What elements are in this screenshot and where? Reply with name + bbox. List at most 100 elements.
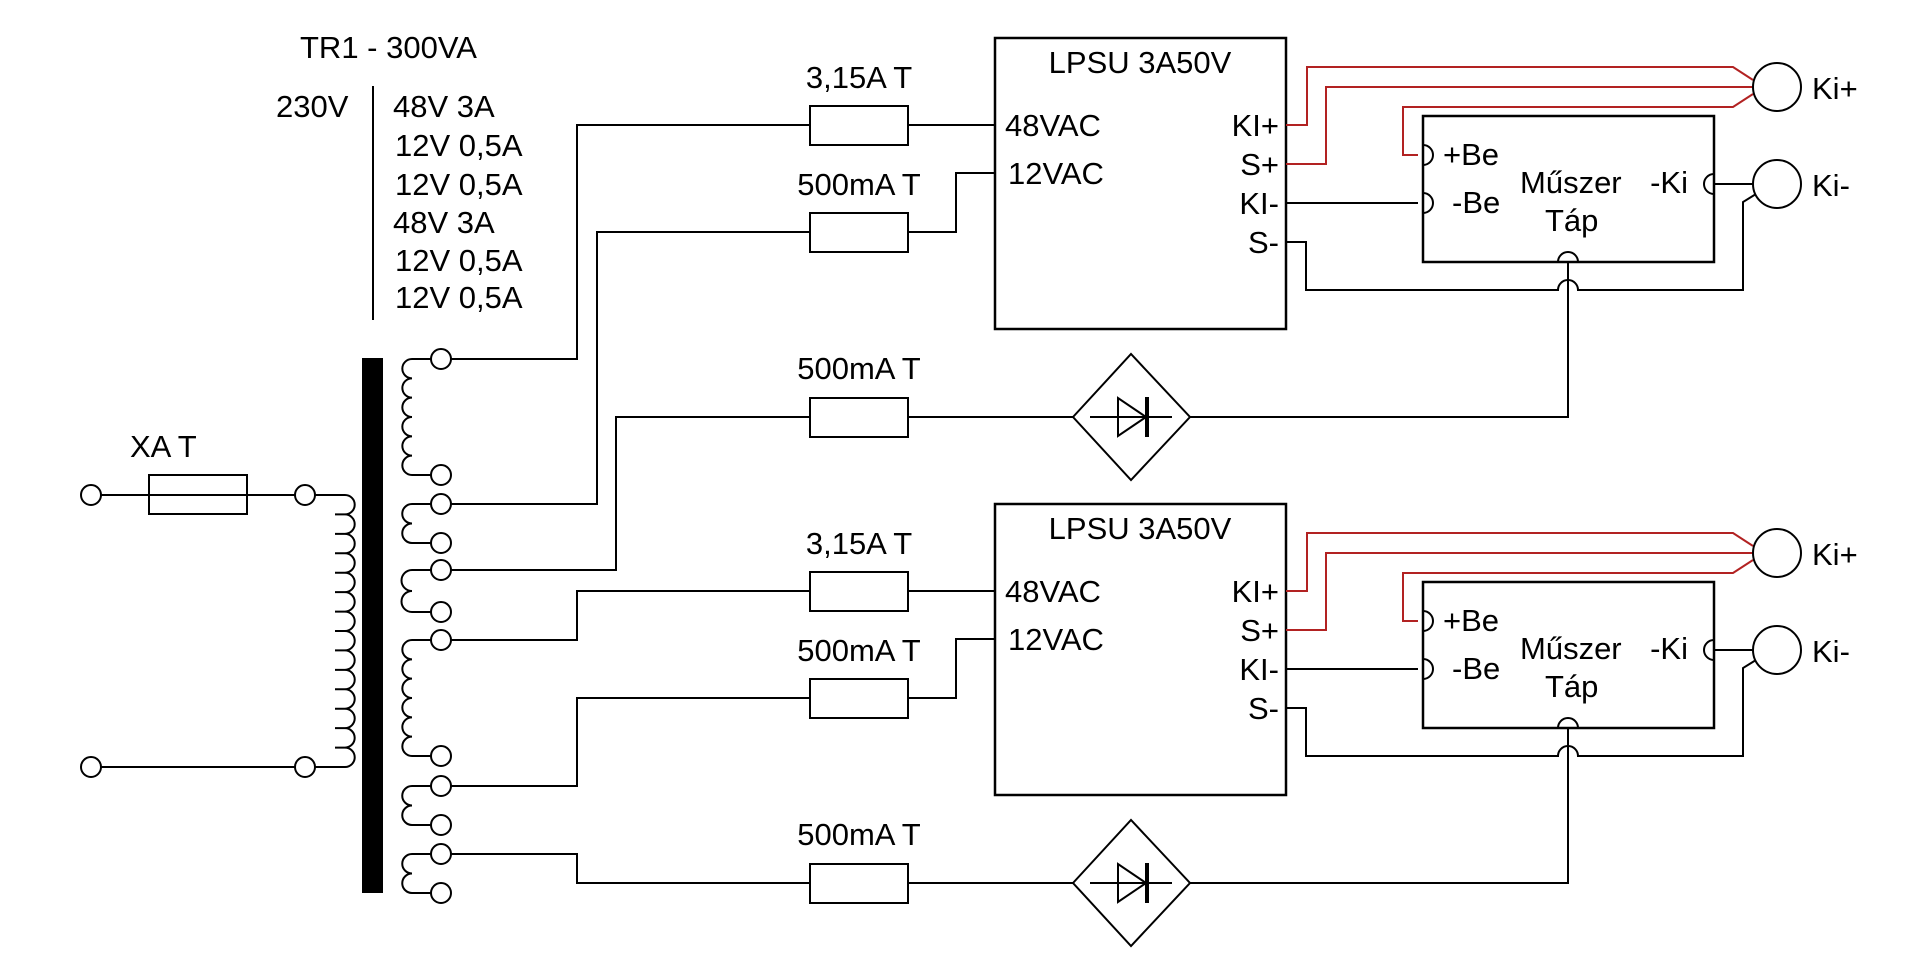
secondary-terminal — [430, 843, 452, 865]
fuse-12v-label: 500mA T — [797, 167, 921, 202]
wire-48vac — [451, 590, 995, 641]
wire-aux — [451, 416, 1073, 571]
wire-aux — [451, 853, 1073, 884]
fuse-12v-label: 500mA T — [797, 633, 921, 668]
secondary-rating: 12V 0,5A — [395, 243, 523, 278]
meter-pin-plus — [1422, 610, 1434, 632]
diode-icon — [1117, 396, 1148, 438]
wire-meter-plus — [1402, 559, 1754, 622]
lpsu-output-label: KI- — [1239, 652, 1279, 687]
lpsu-output-label: S+ — [1240, 147, 1279, 182]
wire-meter-plus — [1402, 93, 1754, 156]
secondary-terminal — [430, 348, 452, 370]
meter-in-minus-label: -Be — [1452, 651, 1500, 686]
meter-pin-supply — [1557, 251, 1579, 263]
transformer-title: TR1 - 300VA — [300, 30, 477, 65]
meter-in-plus-label: +Be — [1443, 137, 1499, 172]
output-plus-label: Ki+ — [1812, 71, 1858, 106]
lpsu-output-label: KI+ — [1232, 108, 1279, 143]
fuse-aux — [809, 863, 909, 904]
wire-bridge-out — [1190, 759, 1569, 884]
primary-winding — [315, 494, 356, 768]
mains-terminal-l — [80, 484, 102, 506]
secondary-winding-3 — [400, 569, 431, 613]
secondary-winding-5 — [401, 785, 431, 826]
transformer-core — [362, 358, 383, 893]
channel-2: 3,15A T 500mA T 500mA T LPSU 3A50V 48VAC 12VA… — [451, 502, 1858, 948]
input-fuse-label: XA T — [130, 429, 197, 464]
lpsu-title: LPSU 3A50V — [1049, 511, 1232, 546]
secondary-terminal — [430, 629, 452, 651]
fuse-48v-label: 3,15A T — [806, 526, 912, 561]
meter-title: Műszer — [1520, 631, 1622, 666]
output-minus-terminal — [1752, 625, 1802, 675]
meter-supply-module — [1421, 114, 1716, 264]
primary-terminal-bottom — [294, 756, 316, 778]
secondary-terminal — [430, 814, 452, 836]
diode-icon — [1117, 862, 1148, 904]
meter-subtitle: Táp — [1545, 203, 1598, 238]
wire-48vac — [451, 124, 995, 360]
meter-pin-minus — [1422, 658, 1434, 680]
secondary-terminal — [430, 559, 452, 581]
meter-in-plus-label: +Be — [1443, 603, 1499, 638]
secondary-winding-1 — [401, 358, 431, 476]
output-plus-terminal — [1752, 528, 1802, 578]
wire-12vac — [451, 638, 995, 787]
meter-pin-minus — [1422, 192, 1434, 214]
secondary-terminal — [430, 775, 452, 797]
secondary-rating: 48V 3A — [393, 89, 495, 124]
fuse-48v — [809, 105, 909, 146]
lpsu-module — [993, 36, 1288, 331]
meter-title: Műszer — [1520, 165, 1622, 200]
wire-out-plus — [1286, 532, 1754, 592]
lpsu-input-48-label: 48VAC — [1005, 574, 1101, 609]
lpsu-output-label: S- — [1248, 691, 1279, 726]
secondary-winding-2 — [401, 503, 431, 544]
meter-out-minus-label: -Ki — [1650, 165, 1688, 200]
secondary-terminal — [430, 745, 452, 767]
fuse-12v — [809, 678, 909, 719]
meter-pin-supply — [1557, 717, 1579, 729]
secondary-terminal — [430, 464, 452, 486]
output-plus-terminal — [1752, 62, 1802, 112]
fuse-aux-label: 500mA T — [797, 817, 921, 852]
lpsu-input-12-label: 12VAC — [1008, 156, 1104, 191]
fuse-aux — [809, 397, 909, 438]
mains-terminal-n — [80, 756, 102, 778]
fuse-48v-label: 3,15A T — [806, 60, 912, 95]
secondary-terminal — [430, 493, 452, 515]
meter-pin-out — [1703, 173, 1715, 195]
secondary-terminal — [430, 601, 452, 623]
meter-pin-out — [1703, 639, 1715, 661]
lpsu-module — [993, 502, 1288, 797]
fuse-12v — [809, 212, 909, 253]
transformer-windings — [315, 348, 452, 904]
transformer-spec-block: TR1 - 300VA 230V 48V 3A 12V 0,5A 12V 0,5… — [276, 30, 523, 320]
wire-sense-plus — [1286, 552, 1753, 631]
lpsu-input-12-label: 12VAC — [1008, 622, 1104, 657]
wire-12vac — [451, 172, 995, 505]
wire-bridge-out — [1190, 293, 1569, 418]
lpsu-output-label: S- — [1248, 225, 1279, 260]
meter-pin-plus — [1422, 144, 1434, 166]
wire-sense-plus — [1286, 86, 1753, 165]
output-plus-label: Ki+ — [1812, 537, 1858, 572]
primary-terminal-top — [294, 484, 316, 506]
lpsu-output-label: S+ — [1240, 613, 1279, 648]
output-minus-label: Ki- — [1812, 168, 1850, 203]
lpsu-output-label: KI- — [1239, 186, 1279, 221]
primary-voltage-label: 230V — [276, 89, 349, 124]
meter-in-minus-label: -Be — [1452, 185, 1500, 220]
secondary-rating: 12V 0,5A — [395, 167, 523, 202]
meter-supply-module — [1421, 580, 1716, 730]
fuse-aux-label: 500mA T — [797, 351, 921, 386]
lpsu-title: LPSU 3A50V — [1049, 45, 1232, 80]
secondary-rating: 12V 0,5A — [395, 280, 523, 315]
wire-out-plus — [1286, 66, 1754, 126]
secondary-terminal — [430, 532, 452, 554]
meter-subtitle: Táp — [1545, 669, 1598, 704]
output-minus-label: Ki- — [1812, 634, 1850, 669]
